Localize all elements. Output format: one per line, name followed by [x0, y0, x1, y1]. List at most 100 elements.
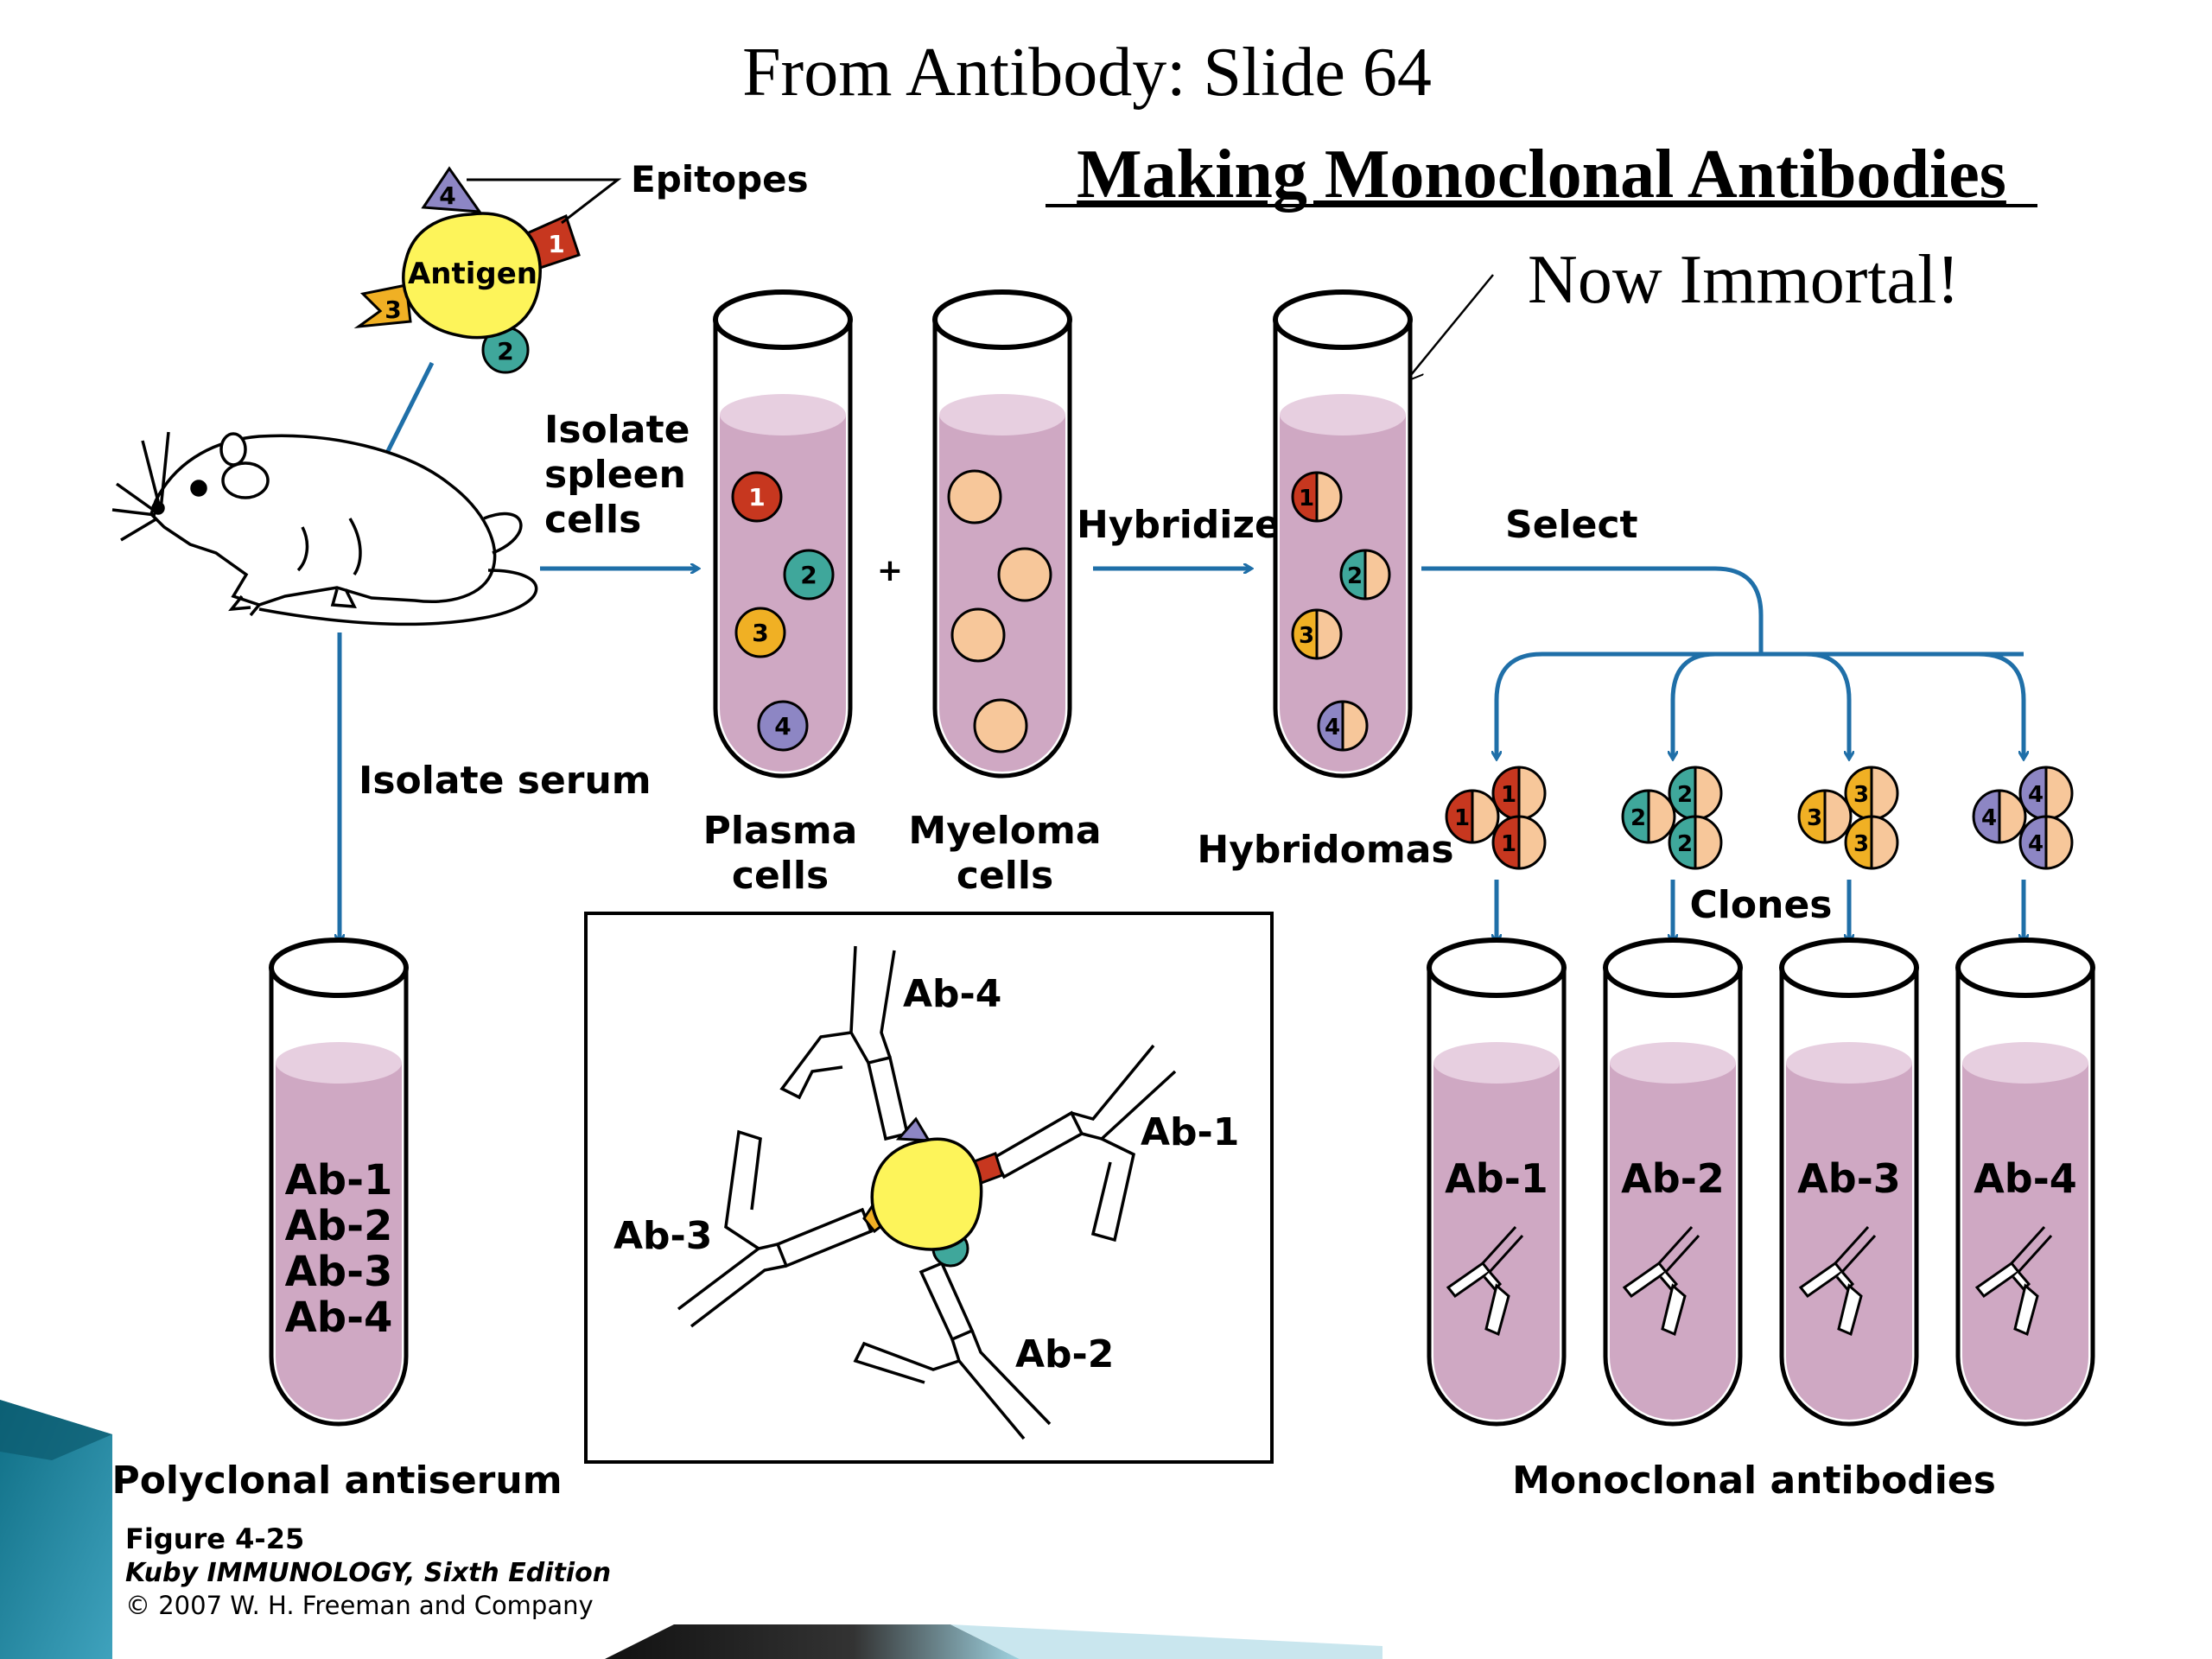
clone-cell-half-myeloma: [1647, 789, 1676, 844]
hybridoma-cell-4: 4: [1317, 700, 1369, 752]
myeloma-cells-label-2: cells: [957, 854, 1053, 898]
clone-cell-number: 4: [2028, 782, 2044, 808]
clone-cell-half-colored: [1797, 789, 1827, 844]
clone-cell-half-colored: [1844, 815, 1873, 870]
clone-cell-number: 1: [1501, 831, 1516, 857]
plasma-cell-4-number: 4: [774, 712, 791, 741]
clone-cell-number: 4: [1981, 805, 1997, 831]
myeloma-cell: [950, 607, 1006, 663]
plasma-cell-4: [757, 700, 809, 752]
monoclonal-tube-ab3: Ab-3: [1782, 940, 1916, 1424]
clone-cell-number: 2: [1677, 831, 1693, 857]
hybridomas-label: Hybridomas: [1197, 828, 1453, 872]
clone-cell-number: 1: [1501, 782, 1516, 808]
inset-ab1-label: Ab-1: [1141, 1110, 1239, 1154]
myeloma-cells-label-1: Myeloma: [908, 809, 1101, 853]
plasma-cell-2-number: 2: [800, 561, 817, 589]
select-branch-arrows: [1421, 566, 2024, 759]
clone-cell-half-myeloma: [1694, 766, 1723, 821]
inset-ab4-label: Ab-4: [903, 972, 1001, 1016]
clone-cell-number: 3: [1807, 805, 1822, 831]
hybridoma-cell-3: 3: [1291, 608, 1343, 660]
isolate-spleen-label-3: cells: [544, 498, 641, 542]
antigen-to-mouse-arrow: [380, 361, 435, 467]
clone-cell-half-myeloma: [1998, 789, 2027, 844]
plasma-cells-label-2: cells: [732, 854, 829, 898]
polyclonal-ab3: Ab-3: [285, 1248, 393, 1296]
clone-cell-half-colored: [1668, 815, 1697, 870]
clone-cell-half-myeloma: [1517, 766, 1547, 821]
monoclonal-tube-ab3-label: Ab-3: [1797, 1155, 1901, 1202]
polyclonal-ab1: Ab-1: [285, 1156, 393, 1205]
plus-sign: +: [877, 553, 903, 588]
clone-cell-half-myeloma: [2044, 766, 2074, 821]
monoclonal-tube-ab4-label: Ab-4: [1974, 1155, 2077, 1202]
antigen-blob: [402, 212, 542, 340]
clone-cluster-1: 1 1 1: [1445, 766, 1547, 870]
inset-ab3-label: Ab-3: [613, 1214, 712, 1258]
myeloma-cells-tube: [935, 292, 1070, 776]
myeloma-cell: [997, 547, 1052, 602]
myeloma-cell: [973, 698, 1028, 753]
epitope-3-number: 3: [385, 296, 401, 324]
clones-label: Clones: [1690, 883, 1833, 927]
hybridoma-tube: 1 2 3 4: [1275, 292, 1410, 776]
hybridize-label: Hybridize: [1077, 503, 1281, 547]
figure-book: Kuby IMMUNOLOGY, Sixth Edition: [125, 1558, 611, 1588]
epitope-3-shape: [353, 283, 412, 329]
hybridoma-4-number: 4: [1325, 715, 1340, 741]
monoclonal-tube-ab2-label: Ab-2: [1621, 1155, 1725, 1202]
clone-cell-number: 2: [1630, 805, 1646, 831]
clone-cell-half-myeloma: [1694, 815, 1723, 870]
annotation-arrow: [1407, 274, 1494, 380]
polyclonal-antiserum-label: Polyclonal antiserum: [111, 1459, 562, 1503]
diagram-heading: Making Monoclonal Antibodies: [1077, 137, 2006, 213]
clone-cell-half-myeloma: [1517, 815, 1547, 870]
antigen-label: Antigen: [408, 257, 537, 291]
hybridoma-cell-2: 2: [1339, 549, 1391, 601]
clone-cell-half-myeloma: [1823, 789, 1853, 844]
plasma-cell-3: [734, 607, 786, 658]
epitope-4-number: 4: [439, 181, 455, 210]
clone-cluster-4: 444: [1972, 766, 2074, 870]
polyclonal-ab2: Ab-2: [285, 1202, 393, 1250]
monoclonal-tube-ab1: Ab-1: [1429, 940, 1564, 1424]
clone-cell-half-myeloma: [1870, 815, 1899, 870]
clone-cell-number: 1: [1454, 805, 1470, 831]
hybridoma-cell-1: 1: [1291, 471, 1343, 523]
monoclonal-antibodies-label: Monoclonal antibodies: [1512, 1459, 1996, 1503]
epitopes-label: Epitopes: [631, 158, 809, 200]
clone-cell-half-colored: [1491, 815, 1521, 870]
plasma-cells-tube: 1 2 3 4: [715, 292, 850, 776]
plasma-cell-2: [783, 549, 835, 601]
clone-cell-number: 2: [1677, 782, 1693, 808]
clone-cell-half-myeloma: [1471, 789, 1500, 844]
clone-cell-number: 3: [1853, 782, 1869, 808]
hybridoma-3-number: 3: [1299, 623, 1314, 649]
clone-cell-half-colored: [1972, 789, 2001, 844]
plasma-cells-label-1: Plasma: [703, 809, 858, 853]
epitope-4-shape: [421, 166, 483, 213]
figure-copyright: © 2007 W. H. Freeman and Company: [125, 1591, 594, 1620]
plasma-cell-1-number: 1: [748, 483, 765, 512]
polyclonal-ab4: Ab-4: [285, 1294, 393, 1342]
hybridoma-1-number: 1: [1299, 486, 1314, 512]
clone-arrows: [1497, 880, 2024, 942]
clone-cell-half-myeloma: [2044, 815, 2074, 870]
isolate-spleen-label-2: spleen: [544, 453, 686, 497]
slide-corner-decoration: [0, 1400, 1382, 1659]
epitope-2-number: 2: [497, 337, 513, 365]
select-label: Select: [1505, 503, 1638, 547]
plasma-cell-3-number: 3: [752, 619, 768, 647]
clone-cluster-3: 3 3 3: [1797, 766, 1899, 870]
inset-antigen-antibodies: Ab-4 Ab-1 Ab-3 Ab-2: [584, 912, 1274, 1464]
clone-cell-number: 3: [1853, 831, 1869, 857]
epitope-1-number: 1: [548, 230, 564, 258]
polyclonal-antiserum-tube: Ab-1 Ab-2 Ab-3 Ab-4: [271, 940, 406, 1424]
plasma-cell-1: [731, 471, 783, 523]
now-immortal-annotation: Now Immortal!: [1528, 242, 1960, 318]
isolate-serum-label: Isolate serum: [359, 759, 652, 803]
slide-title: From Antibody: Slide 64: [742, 35, 1432, 111]
clone-cell-half-myeloma: [1870, 766, 1899, 821]
